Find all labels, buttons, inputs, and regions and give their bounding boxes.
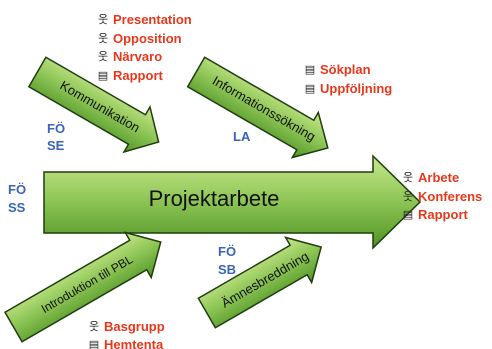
- list-item: ▤ Rapport: [97, 68, 163, 83]
- list-item-label: Sökplan: [320, 62, 371, 77]
- document-icon: ▤: [402, 207, 414, 221]
- person-icon: 웃: [97, 31, 109, 45]
- list-item: 웃 Basgrupp: [88, 319, 165, 334]
- person-icon: 웃: [97, 49, 109, 63]
- person-icon: 웃: [402, 189, 414, 203]
- arrow-kommunikation: [27, 56, 160, 154]
- code-fo-ss-2: SS: [8, 200, 26, 215]
- list-item: ▤ Sökplan: [304, 62, 371, 77]
- code-la: LA: [233, 129, 251, 144]
- code-fo-se-2: SE: [47, 138, 65, 153]
- person-icon: 웃: [97, 12, 109, 26]
- list-item-label: Rapport: [418, 207, 468, 222]
- code-fo-ss-1: FÖ: [8, 182, 27, 197]
- arrow-amnesbreddning: [197, 236, 323, 329]
- list-item: ▤ Hemtenta: [88, 337, 163, 349]
- person-icon: 웃: [88, 319, 100, 333]
- list-item-label: Presentation: [113, 12, 192, 27]
- main-arrow-label: Projektarbete: [148, 186, 280, 211]
- document-icon: ▤: [97, 68, 109, 82]
- list-item: 웃 Närvaro: [97, 49, 162, 64]
- code-fo-se-1: FÖ: [47, 121, 66, 136]
- arrow-introduktion: [3, 231, 162, 343]
- list-item: ▤ Uppföljning: [304, 81, 392, 96]
- list-item: 웃 Presentation: [97, 12, 192, 27]
- list-item-label: Uppföljning: [320, 81, 393, 96]
- list-item-label: Opposition: [113, 31, 182, 46]
- list-item-label: Konferens: [418, 189, 483, 204]
- code-fo-sb-1: FÖ: [218, 244, 237, 259]
- document-icon: ▤: [304, 62, 316, 76]
- list-item: 웃 Arbete: [402, 170, 459, 185]
- list-item: ▤ Rapport: [402, 207, 468, 222]
- arrow-informationssokning: [186, 56, 329, 159]
- list-item-label: Hemtenta: [104, 337, 164, 349]
- list-item: 웃 Konferens: [402, 189, 482, 204]
- person-icon: 웃: [402, 170, 414, 184]
- list-item-label: Närvaro: [113, 49, 163, 64]
- list-item: 웃 Opposition: [97, 31, 182, 46]
- list-item-label: Basgrupp: [104, 319, 165, 334]
- document-icon: ▤: [88, 337, 100, 349]
- document-icon: ▤: [304, 81, 316, 95]
- list-item-label: Rapport: [113, 68, 163, 83]
- main-arrow: [43, 154, 422, 250]
- list-item-label: Arbete: [418, 170, 460, 185]
- code-fo-sb-2: SB: [218, 262, 237, 277]
